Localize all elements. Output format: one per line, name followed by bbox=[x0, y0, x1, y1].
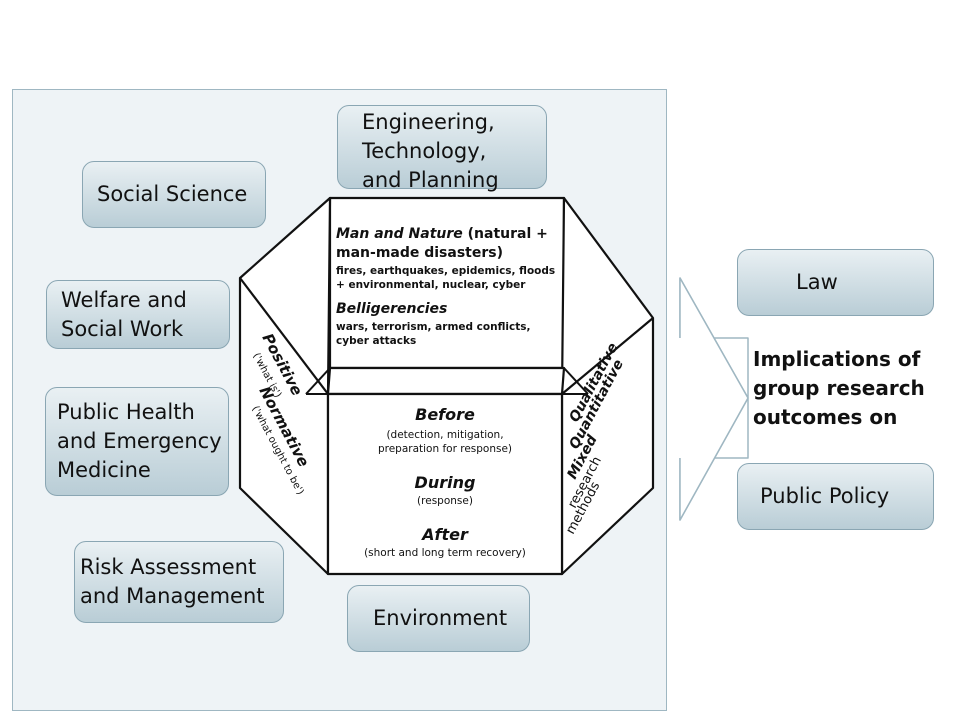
before-desc1: (detection, mitigation, bbox=[386, 429, 503, 441]
law-label: Law bbox=[796, 270, 838, 294]
during-desc: (response) bbox=[417, 495, 473, 507]
social-science-box: Social Science bbox=[82, 161, 266, 228]
engineering-box: Engineering, Technology, and Planning bbox=[337, 105, 547, 192]
after-heading: After bbox=[420, 525, 469, 544]
welfare-box: Welfare and Social Work bbox=[46, 280, 230, 349]
law-box: Law bbox=[737, 249, 934, 316]
implications-arrow bbox=[679, 277, 749, 521]
public-health-label: Public Health and Emergency Medicine bbox=[57, 400, 222, 482]
belligerencies-line1: wars, terrorism, armed conflicts, bbox=[336, 321, 530, 333]
social-science-label: Social Science bbox=[97, 182, 248, 206]
risk-label: Risk Assessment and Management bbox=[80, 555, 265, 608]
prism-inner-right bbox=[563, 367, 589, 395]
prism-right-face bbox=[560, 196, 655, 576]
examples-line2: + environmental, nuclear, cyber bbox=[336, 279, 526, 291]
environment-label: Environment bbox=[373, 606, 508, 630]
welfare-label: Welfare and Social Work bbox=[61, 287, 187, 341]
examples-line1: fires, earthquakes, epidemics, floods bbox=[336, 265, 555, 277]
prism-bottom-rim bbox=[326, 366, 566, 396]
man-nature-heading: Man and Nature (natural + bbox=[336, 226, 548, 242]
belligerencies-heading: Belligerencies bbox=[336, 301, 447, 317]
implications-text: Implications of group research outcomes … bbox=[753, 347, 925, 429]
public-policy-label: Public Policy bbox=[760, 484, 890, 508]
prism-left-face bbox=[238, 196, 332, 576]
environment-box: Environment bbox=[347, 585, 530, 652]
prism-inner-left bbox=[305, 367, 331, 395]
risk-box: Risk Assessment and Management bbox=[74, 541, 284, 623]
man-nature-line2: man-made disasters) bbox=[336, 245, 503, 261]
prism-left-edge bbox=[239, 277, 329, 395]
engineering-label: Engineering, Technology, and Planning bbox=[362, 110, 499, 192]
belligerencies-line2: cyber attacks bbox=[336, 335, 416, 347]
prism-front-face bbox=[326, 392, 564, 576]
during-heading: During bbox=[415, 473, 476, 492]
public-health-box: Public Health and Emergency Medicine bbox=[45, 387, 229, 496]
after-desc: (short and long term recovery) bbox=[364, 547, 526, 559]
before-desc2: preparation for response) bbox=[378, 443, 512, 455]
arrow-gap bbox=[679, 338, 681, 458]
public-policy-box: Public Policy bbox=[737, 463, 934, 530]
before-heading: Before bbox=[415, 405, 475, 424]
